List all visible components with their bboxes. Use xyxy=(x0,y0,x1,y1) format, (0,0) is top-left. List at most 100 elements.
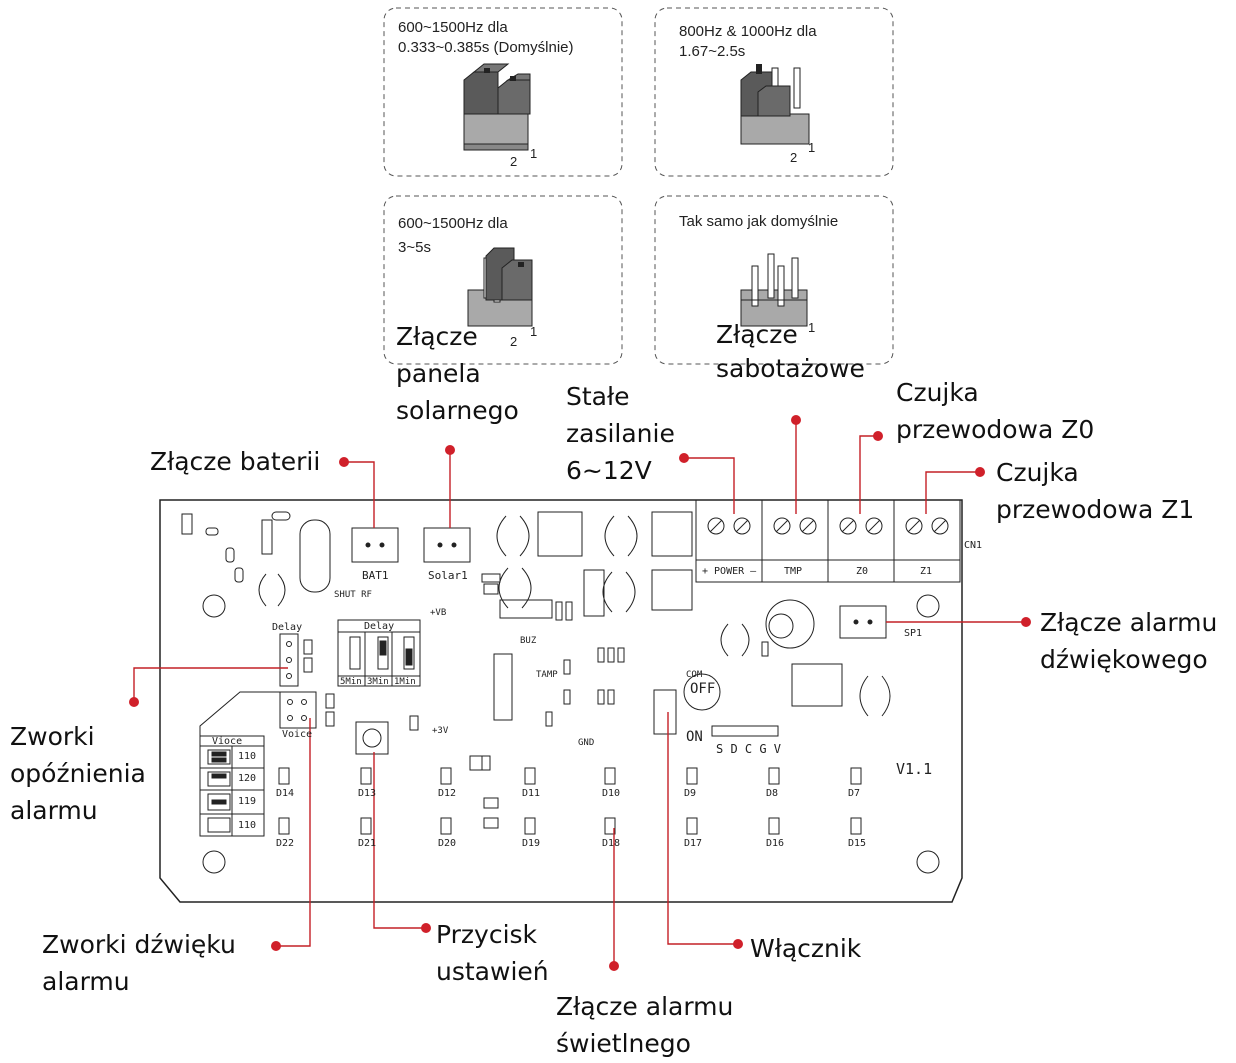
led-footprint xyxy=(524,767,536,785)
jumper-caption-4: Tak samo jak domyślnie xyxy=(679,213,839,230)
led-footprint xyxy=(278,767,290,785)
callout-constant-power: Stałe zasilanie 6~12V xyxy=(566,382,675,485)
led-label: D11 xyxy=(522,788,541,799)
mount-hole xyxy=(202,850,226,874)
led-footprint xyxy=(604,767,616,785)
battery-connector xyxy=(351,527,399,563)
delay-title-right: Delay xyxy=(364,621,395,632)
led-footprint xyxy=(850,767,862,785)
led-label: D22 xyxy=(276,838,295,849)
led-label: D8 xyxy=(766,788,779,799)
callout-wired-sensor-z1: Czujka przewodowa Z1 xyxy=(996,458,1195,524)
led-label: D21 xyxy=(358,838,377,849)
led-footprint xyxy=(768,817,780,835)
delay-jumper-block-left xyxy=(279,633,313,687)
gnd-label: GND xyxy=(578,738,595,748)
v3-label: +3V xyxy=(432,726,449,736)
led-label: D15 xyxy=(848,838,867,849)
callout-light-alarm-connector: Złącze alarmu świetlnego xyxy=(556,992,734,1058)
switch-on-label: ON xyxy=(686,729,703,745)
cn1-label: CN1 xyxy=(964,540,983,551)
led-footprint xyxy=(604,817,616,835)
led-label: D13 xyxy=(358,788,377,799)
terminal-label-z0: Z0 xyxy=(856,566,869,577)
callout-settings-button: Przycisk ustawień xyxy=(436,920,549,986)
jumper-block-all-off xyxy=(740,253,808,327)
sp1-label: SP1 xyxy=(904,628,923,639)
terminal-label-power: + POWER – xyxy=(702,566,757,577)
pin-number-1: 1 xyxy=(808,320,816,335)
bus-label: S D C G V xyxy=(716,742,782,756)
led-array xyxy=(278,767,862,835)
callout-sound-alarm-connector: Złącze alarmu dźwiękowego xyxy=(1040,608,1218,674)
pcb-components xyxy=(181,511,891,829)
pin-number-2: 2 xyxy=(510,334,518,349)
pin-number-1: 1 xyxy=(530,146,538,161)
led-label: D17 xyxy=(684,838,703,849)
vioce-code: 120 xyxy=(238,773,257,784)
callout-dots xyxy=(129,415,1031,971)
switch-off-label: OFF xyxy=(690,681,716,697)
jumper-block-left-on xyxy=(740,64,810,145)
terminal-screws xyxy=(707,517,949,535)
led-label: D9 xyxy=(684,788,697,799)
led-footprint xyxy=(440,767,452,785)
shut-rf-label: SHUT RF xyxy=(334,590,372,600)
vioce-code: 119 xyxy=(238,796,257,807)
callout-tamper-connector: Złącze sabotażowe xyxy=(716,320,865,383)
terminal-label-tmp: TMP xyxy=(784,566,803,577)
delay-option-1min: 1Min xyxy=(394,677,416,687)
callout-leaders xyxy=(133,420,1026,966)
pin-number-2: 2 xyxy=(510,154,518,169)
led-footprint xyxy=(524,817,536,835)
led-footprint xyxy=(360,767,372,785)
callout-power-switch: Włącznik xyxy=(750,934,862,963)
delay-jumper-table xyxy=(337,619,421,687)
pin-number-1: 1 xyxy=(530,324,538,339)
led-label: D16 xyxy=(766,838,785,849)
terminal-block xyxy=(695,499,961,583)
vb-label: +VB xyxy=(430,608,447,618)
led-label: D20 xyxy=(438,838,457,849)
led-footprint xyxy=(850,817,862,835)
tamp-label: TAMP xyxy=(536,670,558,680)
callout-wired-sensor-z0: Czujka przewodowa Z0 xyxy=(896,378,1095,444)
vioce-code: 110 xyxy=(238,751,257,762)
delay-option-3min: 3Min xyxy=(367,677,389,687)
solar-connector xyxy=(423,527,471,563)
led-footprint xyxy=(686,767,698,785)
pin-number-2: 2 xyxy=(790,150,798,165)
terminal-label-z1: Z1 xyxy=(920,566,933,577)
mount-hole xyxy=(202,594,226,618)
led-label: D14 xyxy=(276,788,295,799)
led-footprint xyxy=(440,817,452,835)
delay-option-5min: 5Min xyxy=(340,677,362,687)
led-footprint xyxy=(360,817,372,835)
switch-com-label: COM xyxy=(686,670,703,680)
solar1-label: Solar1 xyxy=(428,569,468,582)
vioce-title: Vioce xyxy=(212,736,243,747)
jumper-block-both-on xyxy=(463,63,531,151)
power-switch xyxy=(683,673,721,711)
led-label: D7 xyxy=(848,788,861,799)
jumper-caption-1: 600~1500Hz dla 0.333~0.385s (Domyślnie) xyxy=(398,19,574,56)
vioce-code: 110 xyxy=(238,820,257,831)
callout-solar-connector: Złącze panela solarnego xyxy=(396,322,519,425)
callout-delay-jumpers: Zworki opóźnienia alarmu xyxy=(10,722,146,825)
led-label: D19 xyxy=(522,838,541,849)
led-label: D10 xyxy=(602,788,621,799)
led-footprint xyxy=(768,767,780,785)
led-footprint xyxy=(686,817,698,835)
led-label: D18 xyxy=(602,838,621,849)
callout-sound-jumpers: Zworki dźwięku alarmu xyxy=(42,930,236,996)
pcb-outline xyxy=(159,499,963,903)
mount-hole xyxy=(916,850,940,874)
vioce-table xyxy=(199,735,265,837)
led-footprint xyxy=(278,817,290,835)
bat1-label: BAT1 xyxy=(362,569,389,582)
callout-battery-connector: Złącze baterii xyxy=(150,447,321,476)
jumper-block-right-on xyxy=(467,247,533,327)
board-version: V1.1 xyxy=(896,760,933,778)
led-label: D12 xyxy=(438,788,457,799)
